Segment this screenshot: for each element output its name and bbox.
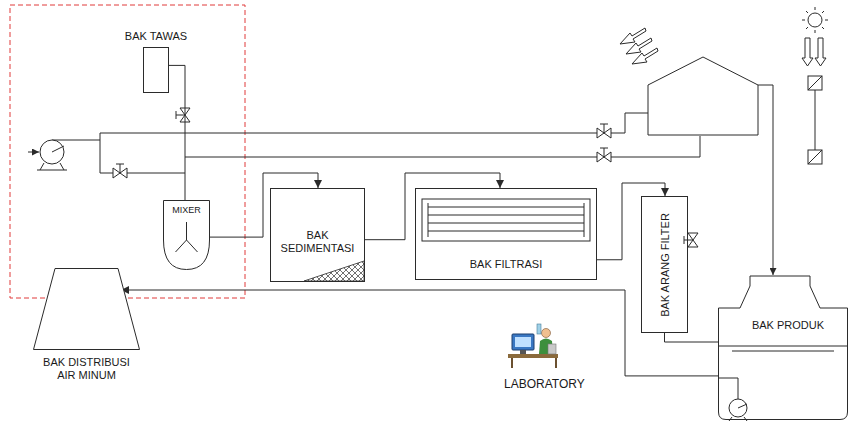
mixer-tank: MIXER <box>163 200 210 270</box>
laboratory-icon <box>512 358 556 368</box>
mixer-tank-outline <box>164 201 210 270</box>
laboratory-label: LABORATORY <box>504 377 585 391</box>
solar-tank <box>648 57 758 135</box>
filtration-tank-outline <box>428 215 584 216</box>
charcoal-filter-tank: BAK ARANG FILTER <box>641 196 688 333</box>
filtration-tank-outline <box>428 231 584 232</box>
node-label: BAK FILTRASI <box>420 258 592 271</box>
laboratory-icon <box>512 334 534 350</box>
solar-panel-symbol <box>808 150 822 164</box>
pipe-work <box>758 85 773 275</box>
product-tank-outline <box>718 378 738 399</box>
dosing-unit-frame <box>10 5 245 298</box>
pipe-connector <box>169 65 185 200</box>
pipe-connector <box>121 290 718 376</box>
product-tank-outline <box>729 404 747 421</box>
sunlight-arrows <box>620 28 826 66</box>
valve-symbols <box>600 124 608 133</box>
distribution-tank-outline <box>33 268 140 350</box>
mixer-tank-outline <box>176 222 198 252</box>
filtration-tank-outline <box>428 223 584 224</box>
pipe-connector <box>597 183 665 260</box>
pipe-connector <box>665 333 719 342</box>
distribution-tank: BAK DISTRIBUSI AIR MINUM <box>33 268 140 350</box>
pump-symbol <box>37 140 67 170</box>
solar-panel-symbol <box>808 76 822 164</box>
product-tank: BAK PRODUK <box>718 268 848 420</box>
laboratory-icon <box>508 354 558 358</box>
pipe-connector <box>210 173 318 237</box>
sun-symbol <box>808 13 822 27</box>
node-label: BAK DISTRIBUSI AIR MINUM <box>39 356 135 382</box>
pipe-work <box>28 152 39 153</box>
valve-symbols <box>600 148 608 157</box>
filtration-tank-outline <box>428 207 584 208</box>
pipe-work <box>100 113 648 133</box>
sunlight-arrows <box>620 28 646 44</box>
sun-symbol <box>802 7 828 33</box>
node-label: BAK SEDIMENTASI <box>275 229 360 255</box>
filtration-tank-outline <box>428 203 584 237</box>
sunlight-arrows <box>802 38 813 66</box>
valve-symbols <box>684 236 693 244</box>
node-label: BAK PRODUK <box>738 319 838 332</box>
laboratory-icon <box>542 329 551 338</box>
sedimentation-tank-outline <box>304 261 364 281</box>
laboratory-icon <box>515 337 531 347</box>
filtration-tank: BAK FILTRASI <box>415 188 597 280</box>
sunlight-arrows <box>815 38 826 66</box>
node-label: MIXER <box>163 205 210 216</box>
filtration-tank-outline <box>422 199 590 241</box>
pipe-work <box>185 136 700 157</box>
valve-symbols <box>116 164 124 173</box>
pump-symbol <box>37 163 67 170</box>
solar-panel-symbol <box>808 76 822 150</box>
pipe-work <box>100 133 185 173</box>
laboratory-icon <box>508 324 558 368</box>
sunlight-arrows <box>626 38 652 54</box>
valve-symbols <box>176 111 185 119</box>
node-label: BAK TAWAS <box>125 30 187 43</box>
product-tank-outline <box>718 268 848 420</box>
distribution-tank-outline <box>34 269 140 350</box>
sun-symbol <box>802 7 828 33</box>
sedimentation-tank: BAK SEDIMENTASI <box>270 188 365 282</box>
pump-symbol <box>40 140 64 164</box>
laboratory-icon <box>520 350 526 354</box>
node-label: BAK ARANG FILTER <box>658 202 671 327</box>
solar-panel-symbol <box>808 150 822 164</box>
sunlight-arrows <box>632 48 658 64</box>
laboratory-icon <box>537 324 541 334</box>
product-tank-outline <box>719 346 847 351</box>
pump-symbol <box>52 146 64 152</box>
laboratory-icon <box>548 344 556 354</box>
product-tank-outline <box>719 276 848 420</box>
pipe-work <box>52 140 100 141</box>
dosing-tank: BAK TAWAS <box>143 47 169 93</box>
solar-tank <box>648 57 758 135</box>
